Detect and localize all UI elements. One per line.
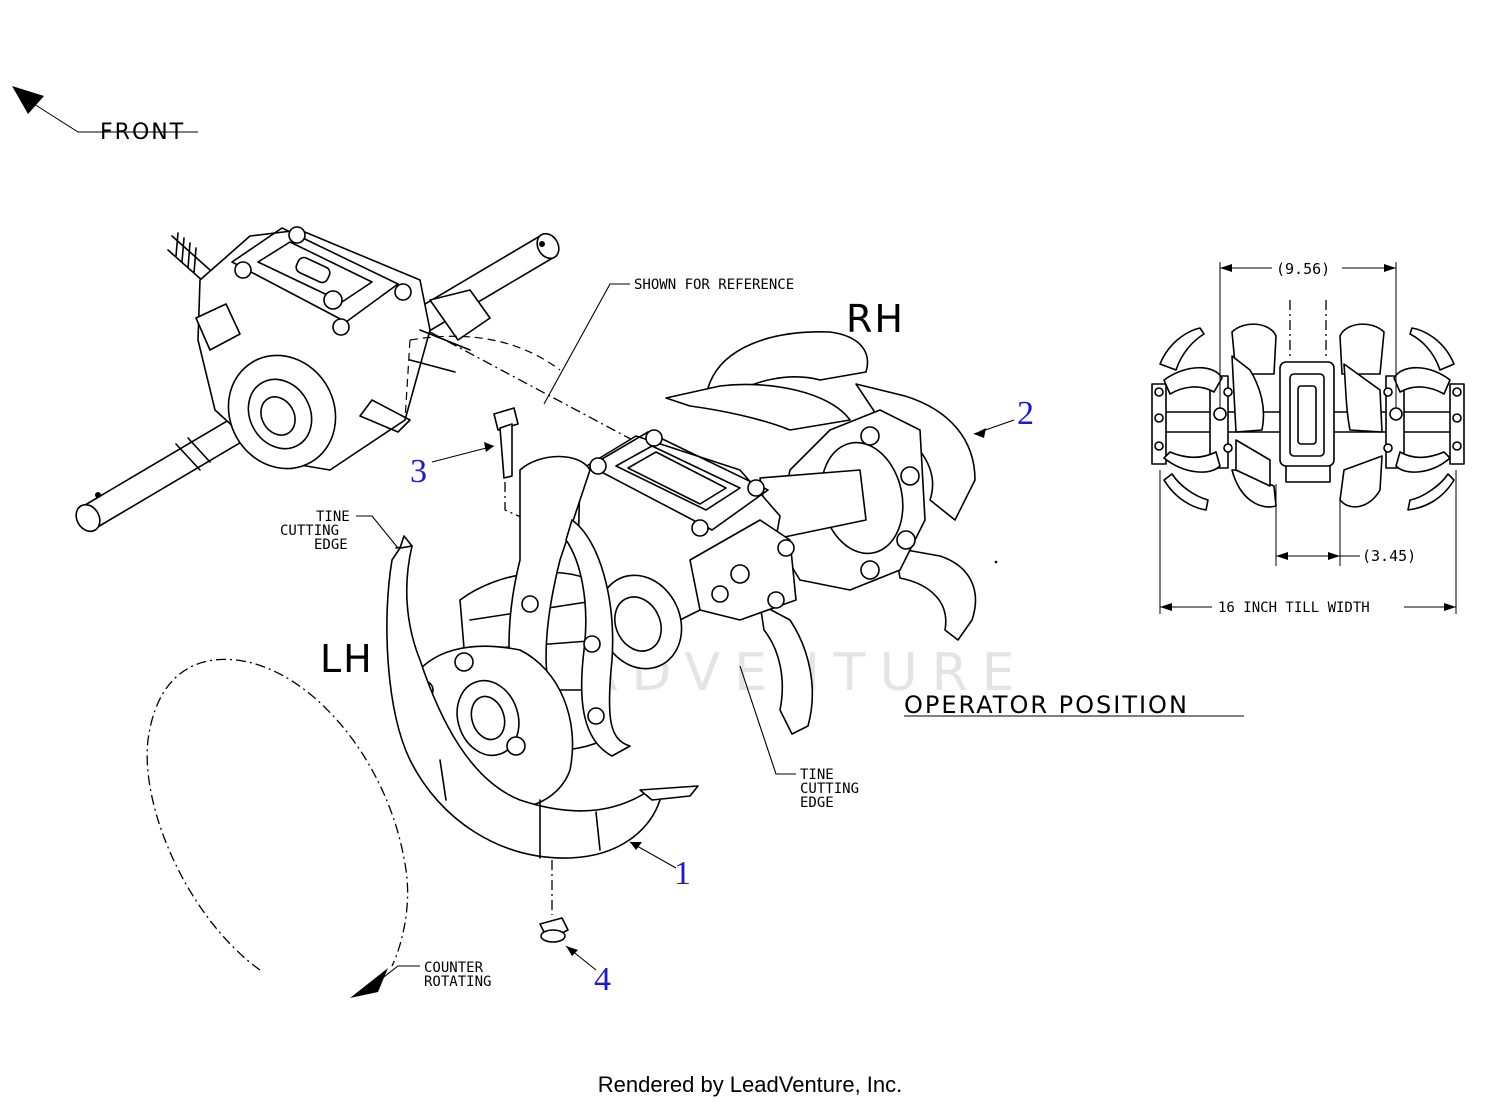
callout-part-1[interactable]: 1 (674, 855, 691, 892)
bolt-part-3 (493, 407, 519, 479)
tine-cutting-edge-left-line2: CUTTING (280, 523, 339, 539)
reference-leader (543, 283, 630, 405)
dimension-9-56 (1219, 262, 1397, 408)
operator-position-label: OPERATOR POSITION (904, 691, 1189, 719)
axis-centerline (429, 331, 641, 445)
rendered-by-footer: Rendered by LeadVenture, Inc. (598, 1072, 903, 1097)
counter-rotating-line2: ROTATING (424, 974, 491, 990)
counter-rotating-line1: COUNTER (424, 960, 484, 976)
callout-part-2[interactable]: 2 (1017, 395, 1034, 432)
rh-label: RH (846, 297, 905, 341)
tine-cutting-edge-right-line2: CUTTING (800, 781, 859, 797)
callout-part-4[interactable]: 4 (594, 961, 611, 998)
dimension-3-45 (1275, 484, 1360, 566)
lh-label: LH (320, 637, 374, 681)
callout-part-3[interactable]: 3 (410, 453, 427, 490)
top-view-drawing (1151, 300, 1465, 511)
tine-cutting-edge-left-leader (356, 515, 399, 549)
rh-tine-assembly (665, 331, 977, 735)
tiller-gearbox (577, 429, 797, 670)
transmission-reference (75, 226, 561, 533)
counter-rotation-indicator (146, 658, 420, 998)
front-label: FRONT (100, 120, 185, 145)
dimension-till-width (1159, 470, 1457, 614)
tine-cutting-edge-right-line3: EDGE (800, 795, 834, 811)
callout-3-leader (431, 445, 495, 463)
shown-for-reference-label: SHOWN FOR REFERENCE (634, 277, 794, 293)
front-arrow (12, 86, 198, 133)
till-width-label: 16 INCH TILL WIDTH (1218, 600, 1370, 616)
tine-cutting-edge-right-leader (739, 665, 796, 775)
dimension-3-45-label: (3.45) (1362, 547, 1416, 565)
tine-cutting-edge-left-line1: TINE (316, 509, 350, 525)
tine-cutting-edge-left-line3: EDGE (314, 537, 348, 553)
tine-cutting-edge-right-line1: TINE (800, 767, 834, 783)
nut-part-4 (539, 917, 569, 943)
dimension-9-56-label: (9.56) (1276, 260, 1330, 278)
lh-tine-assembly (386, 455, 699, 859)
